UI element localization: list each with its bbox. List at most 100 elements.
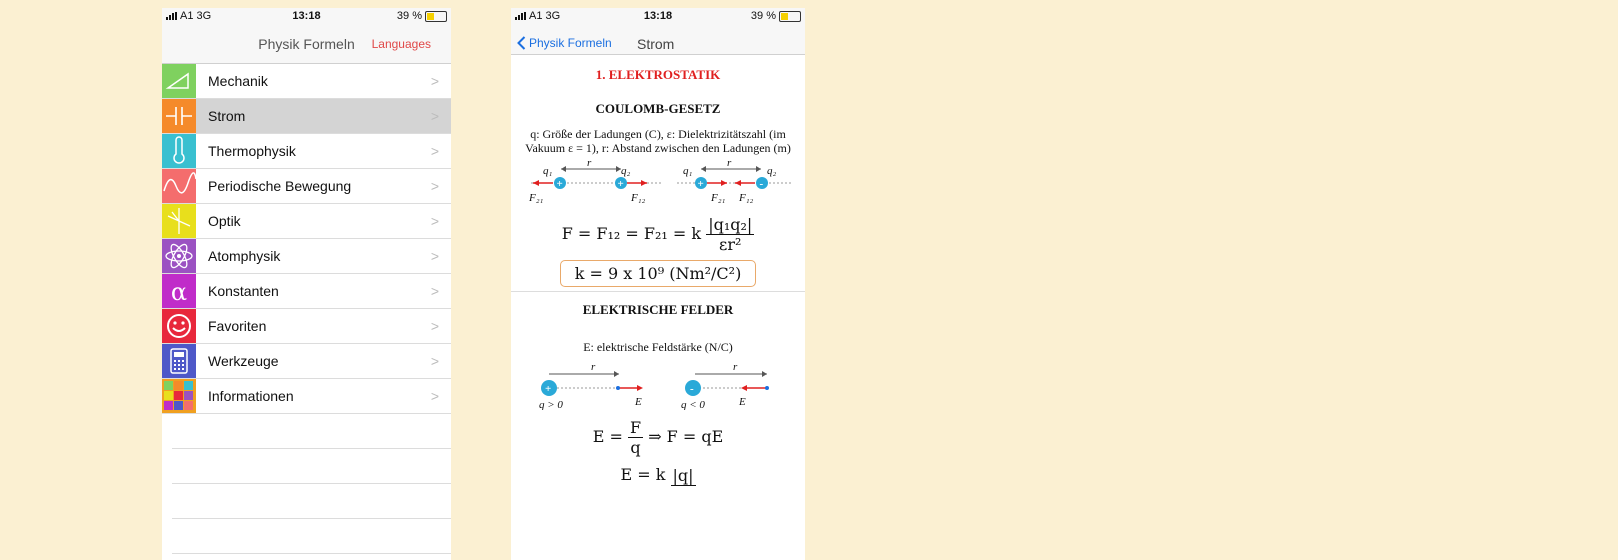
chevron-right-icon: > [430,213,439,229]
list-item-label: Favoriten [208,318,267,334]
battery-fill [781,12,789,20]
section-divider [511,291,805,292]
chevron-right-icon: > [430,248,439,264]
chevron-right-icon: > [430,178,439,194]
list-item-label: Atomphysik [208,248,281,264]
f12-label: F₁₂ [630,192,646,204]
list-item-werkzeuge[interactable]: Werkzeuge > [162,344,451,379]
list-item-mechanik[interactable]: Mechanik> [162,64,451,99]
back-label: Physik Formeln [529,36,612,50]
positive-charge [615,177,627,189]
battery-icon [779,10,801,22]
network-label: 3G [545,10,561,22]
calculator-icon [162,344,196,378]
nav-bar: Physik Formeln Languages [162,24,451,64]
coulomb-heading: COULOMB-GESETZ [595,101,721,116]
thermometer-icon [162,134,196,168]
list-item-strom[interactable]: Strom > [162,99,451,134]
status-bar: A1 3G 13:18 39 % [511,8,805,24]
q-negative-label: q < 0 [681,399,705,410]
signal-icon [515,12,526,20]
q2-label: q₂ [621,165,631,177]
field-diagram: r + q > 0 E r - q < 0 E [539,361,769,410]
negative-charge [756,177,768,189]
list-item-label: Strom [208,108,246,124]
list-item-label: Optik [208,213,241,229]
carrier-label: A1 [180,10,194,22]
fields-description: E: elektrische Feldstärke (N/C) [583,340,733,354]
list-item-atomphysik[interactable]: Atomphysik > [162,239,451,274]
coulomb-formula: F = F₁₂ = F₂₁ = k |q₁q₂|εr² [561,215,755,254]
svg-text:+: + [557,178,563,190]
chevron-right-icon: > [430,108,439,124]
page-title: Physik Formeln [258,36,355,52]
grid-icon [162,379,196,413]
positive-charge [695,177,707,189]
empty-row [172,449,451,484]
battery-percent: 39 % [750,10,776,22]
signal-icon [166,12,177,20]
chevron-right-icon: > [430,283,439,299]
list-item-label: Informationen [208,388,294,404]
capacitor-icon [162,99,196,133]
network-label: 3G [196,10,212,22]
chevron-right-icon: > [430,353,439,369]
q2-label: q₂ [767,165,777,177]
phone-detail-screen: A1 3G 13:18 39 % Physik Formeln Strom 1.… [511,8,805,560]
distance-label: r [727,157,732,169]
atom-icon [162,239,196,273]
q-positive-label: q > 0 [539,399,563,410]
languages-button[interactable]: Languages [371,37,431,51]
coulomb-constant: k = 9 x 10⁹ (Nm²/C²) [559,260,757,287]
list-item-informationen[interactable]: Informationen > [162,379,451,414]
battery-percent: 39 % [396,10,422,22]
svg-text:-: - [690,383,694,395]
wave-icon [162,169,196,203]
back-button[interactable]: Physik Formeln [517,36,612,50]
distance-label: r [591,361,596,373]
e-label: E [634,396,642,408]
chevron-right-icon: > [430,388,439,404]
list-item-periodische-bewegung[interactable]: Periodische Bewegung > [162,169,451,204]
smiley-icon [162,309,196,343]
empty-row [172,414,451,449]
list-item-favoriten[interactable]: Favoriten > [162,309,451,344]
formula-content: 1. ELEKTROSTATIK COULOMB-GESETZ q: Größe… [511,67,805,486]
coulomb-diagram: r q₁ q₂ + + F₂₁ F₁₂ r q₁ q₂ + - [528,157,791,204]
list-item-label: Thermophysik [208,143,296,159]
list-item-optik[interactable]: Optik > [162,204,451,239]
chevron-right-icon: > [430,143,439,159]
chevron-right-icon: > [430,73,439,89]
alpha-icon: α [162,274,196,308]
nav-bar: Physik Formeln Strom [511,24,805,55]
clock: 13:18 [643,10,673,22]
category-list: Mechanik>Strom>Thermophysik>Periodische … [162,64,451,414]
positive-charge [541,380,557,396]
battery-icon [425,10,447,22]
f21-label: F₂₁ [528,192,544,204]
page-title: Strom [637,36,675,52]
distance-label: r [587,157,592,169]
carrier-label: A1 [529,10,543,22]
empty-row [172,484,451,519]
svg-text:-: - [760,178,764,190]
negative-charge [685,380,701,396]
svg-text:α: α [171,278,187,306]
positive-charge [554,177,566,189]
distance-label: r [733,361,738,373]
svg-text:+: + [545,383,551,395]
e-label: E [738,396,746,408]
section-title: 1. ELEKTROSTATIK [595,67,721,82]
field-strength-formula: E = k |q| [620,465,696,486]
lens-icon [162,204,196,238]
svg-text:+: + [618,178,624,190]
list-item-label: Periodische Bewegung [208,178,352,194]
f21-label: F₂₁ [710,192,726,204]
clock: 13:18 [292,10,321,22]
list-item-thermophysik[interactable]: Thermophysik > [162,134,451,169]
chevron-right-icon: > [430,318,439,334]
chevron-left-icon [517,36,526,50]
list-item-label: Werkzeuge [208,353,279,369]
fields-heading: ELEKTRISCHE FELDER [582,302,734,317]
